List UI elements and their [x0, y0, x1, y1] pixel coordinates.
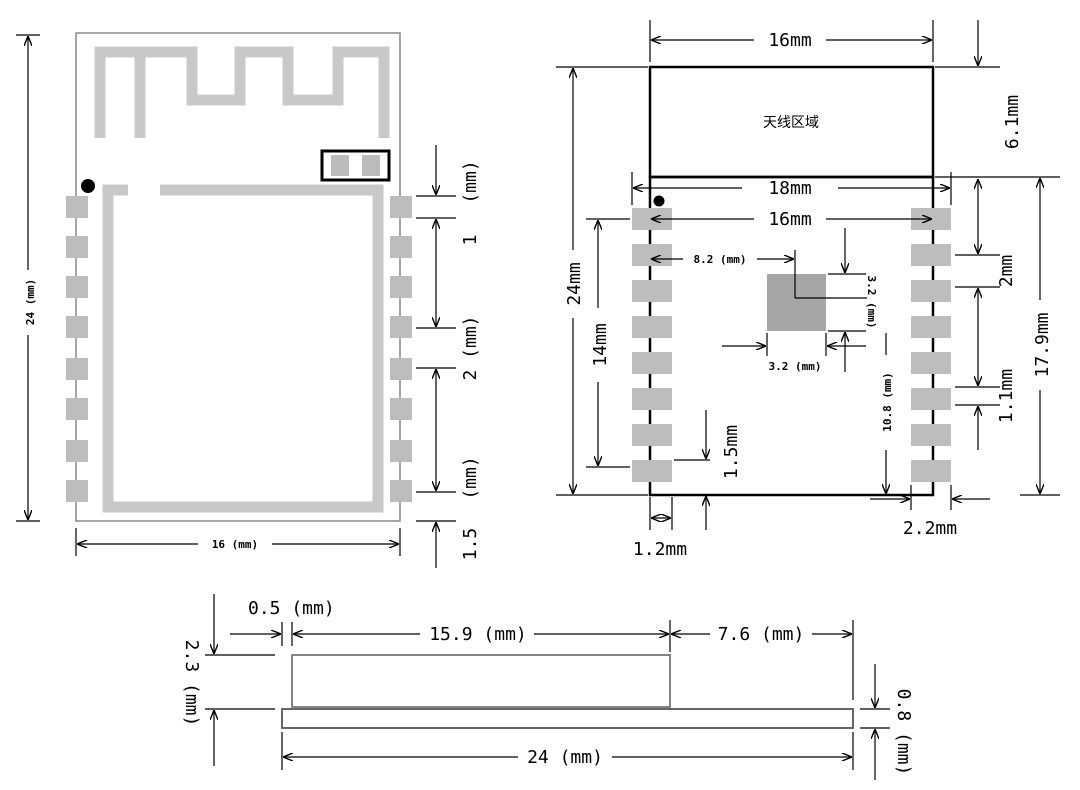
left-board-outline: [75, 32, 401, 522]
chip-pad-right: [362, 155, 380, 176]
inner-width-label: 16mm: [768, 209, 811, 230]
gnd-y-label: 10.8 (mm): [881, 372, 894, 432]
pin1-dot: [81, 179, 95, 193]
antenna-trace: [94, 46, 390, 138]
right-view: 天线区域 16m: [556, 20, 1060, 560]
right-gap-label: 2.2mm: [903, 518, 957, 539]
antenna-area-label: 天线区域: [763, 115, 819, 131]
pin1-dot-right: [653, 195, 665, 207]
pad-offset-label: 1.5mm: [721, 425, 742, 479]
right-view-right-pads: [911, 208, 951, 482]
height-label: 2.3 (mm): [181, 640, 202, 727]
side-dim-2: 2 (mm): [460, 315, 481, 380]
pad-span-label: 14mm: [590, 323, 611, 366]
bottom-view: 0.5 (mm) 15.9 (mm) 7.6 (mm) 2.3 (mm) 0.8…: [181, 594, 914, 780]
edge-label: 0.5 (mm): [248, 598, 335, 619]
left-view: 24 (mm) 16 (mm) (mm) 1 2 (mm) (mm) 1.5: [16, 32, 481, 568]
shield-can: [291, 654, 671, 708]
ground-pad: [767, 274, 826, 331]
side-dim-mm-top: (mm): [460, 160, 481, 203]
pad-length-label: 1.1mm: [996, 369, 1017, 423]
left-pads: [66, 196, 88, 502]
side-dim-1-5: 1.5: [460, 528, 481, 561]
pcb-board: [281, 708, 854, 729]
left-width-label: 16 (mm): [212, 538, 258, 551]
ground-trace: [102, 184, 384, 513]
outer-width-label: 18mm: [768, 178, 811, 199]
top-width-label: 16mm: [768, 30, 811, 51]
overhang-label: 7.6 (mm): [718, 624, 805, 645]
chip-pad-left: [331, 155, 349, 176]
gnd-w-label: 3.2 (mm): [769, 360, 822, 373]
body-height-label: 17.9mm: [1032, 312, 1053, 377]
left-height-label: 24 (mm): [24, 279, 37, 325]
pad-pitch-label: 2mm: [996, 255, 1017, 288]
right-pads: [390, 196, 412, 502]
pcb-thickness-label: 0.8 (mm): [893, 689, 914, 776]
shield-length-label: 15.9 (mm): [429, 624, 527, 645]
antenna-height-label: 6.1mm: [1002, 95, 1023, 149]
total-length-label: 24 (mm): [527, 747, 603, 768]
gnd-x-label: 8.2 (mm): [694, 253, 747, 266]
side-dim-mm-bottom: (mm): [460, 456, 481, 499]
pad-width-label: 1.2mm: [633, 539, 687, 560]
right-view-left-pads: [632, 208, 672, 482]
left-side-dims: (mm) 1 2 (mm) (mm) 1.5: [416, 145, 481, 568]
total-height-label: 24mm: [564, 262, 585, 305]
side-dim-1: 1: [460, 235, 481, 246]
gnd-h-label: 3.2 (mm): [865, 276, 878, 329]
